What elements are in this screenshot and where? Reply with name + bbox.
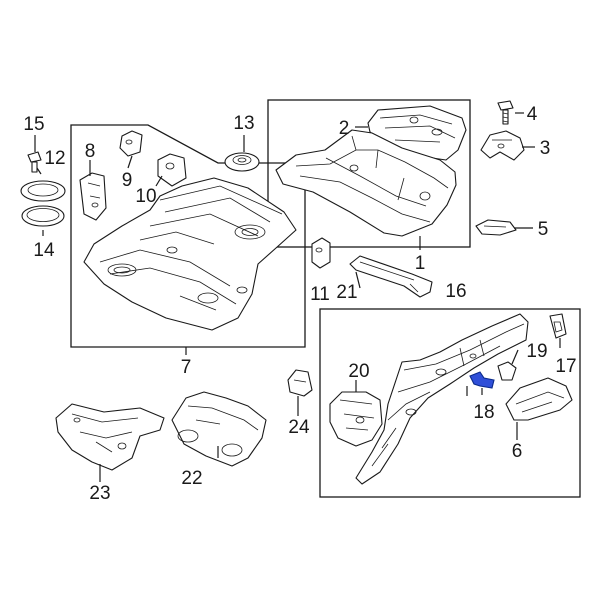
part-3-bracket [480, 130, 525, 161]
callout-24: 24 [288, 417, 310, 438]
part-20-bracket [329, 391, 383, 447]
part-18-bracket-highlighted [469, 371, 495, 389]
part-1-front-floor-pan [275, 129, 457, 237]
callout-17: 17 [555, 356, 576, 377]
callout-3: 3 [540, 138, 551, 159]
part-23-rear-frame [55, 403, 165, 471]
part-15-bolt [27, 151, 42, 173]
callout-6: 6 [512, 441, 523, 462]
part-8-bracket [79, 172, 107, 221]
callout-19: 19 [526, 341, 547, 362]
part-17-bracket [549, 313, 567, 339]
part-12-gasket [20, 180, 66, 202]
callout-1: 1 [415, 253, 426, 274]
group-box-1 [267, 99, 471, 248]
callout-16: 16 [445, 281, 466, 302]
callout-10: 10 [135, 186, 156, 207]
callout-13: 13 [233, 113, 254, 134]
callout-22: 22 [181, 468, 202, 489]
callout-20: 20 [348, 361, 369, 382]
callout-14: 14 [33, 240, 55, 261]
callout-11: 11 [310, 284, 330, 305]
part-24-bracket [287, 369, 313, 397]
part-13-grommet [224, 152, 260, 172]
callout-23: 23 [89, 483, 110, 504]
callout-18: 18 [473, 402, 494, 423]
callout-8: 8 [85, 141, 96, 162]
part-22-rear-frame [171, 391, 267, 467]
part-16-side-member [355, 313, 529, 485]
callout-2: 2 [339, 118, 350, 139]
part-19-clip [497, 361, 517, 381]
callout-4: 4 [527, 104, 538, 125]
callout-labels: 1 2 3 4 5 6 7 8 9 10 11 12 13 14 15 16 1… [23, 104, 576, 504]
callout-15: 15 [23, 114, 44, 135]
part-4-bolt [497, 100, 514, 125]
part-5-bracket [475, 219, 517, 236]
callout-12: 12 [44, 148, 65, 169]
part-9-clip [119, 130, 143, 157]
part-10-bracket [157, 153, 187, 187]
callout-5: 5 [538, 219, 549, 240]
group-box-16 [319, 308, 581, 498]
part-14-ring [21, 205, 65, 227]
part-21-cross-member [349, 255, 433, 298]
part-11-bracket [311, 237, 331, 269]
part-6-reinforcement [505, 377, 573, 421]
callout-9: 9 [122, 170, 133, 191]
leader-lines [34, 112, 561, 482]
callout-21: 21 [336, 282, 357, 303]
part-7-rear-floor-pan [83, 177, 297, 331]
callout-7: 7 [181, 357, 192, 378]
